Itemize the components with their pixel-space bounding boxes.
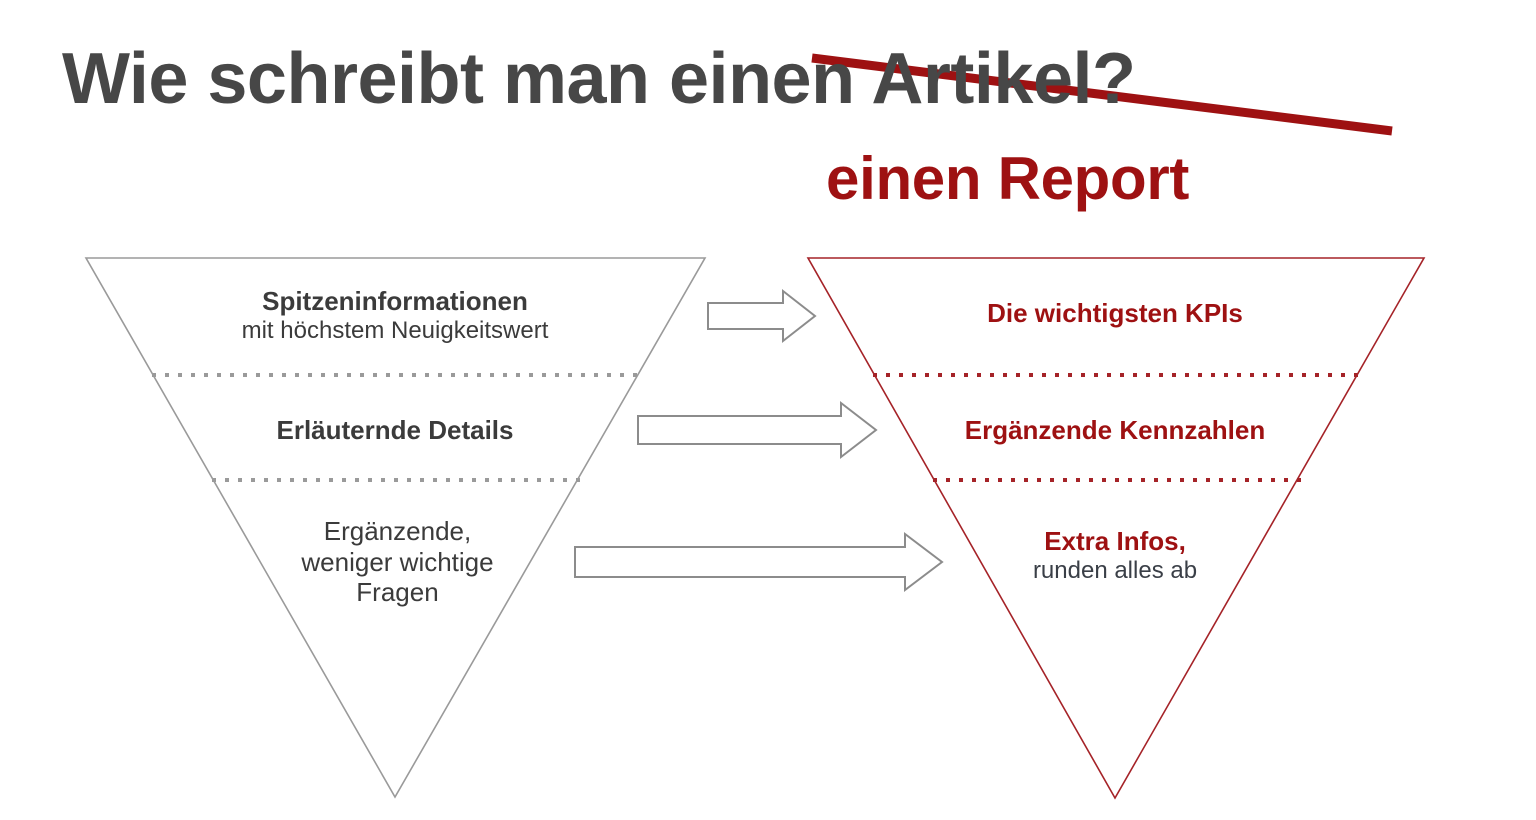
arrow-tier-3-icon <box>574 531 944 593</box>
funnel-right-tier-2-label: Ergänzende Kennzahlen <box>880 415 1350 446</box>
page-title-replacement: einen Report <box>826 145 1190 212</box>
arrow-tier-1-icon <box>707 288 817 344</box>
funnel-right-tier-3-headline: Extra Infos, <box>1044 526 1186 556</box>
funnel-left-tier-2-label: Erläuternde Details <box>180 415 610 446</box>
funnel-left-tier-2-headline: Erläuternde Details <box>276 415 514 445</box>
funnel-right-tier-2-headline: Ergänzende Kennzahlen <box>964 415 1266 445</box>
funnel-left-tier-1-headline: Spitzeninformationen <box>262 286 528 316</box>
page-title: Wie schreibt man einen Artikel? <box>62 39 1136 119</box>
arrow-tier-2-icon <box>637 400 878 460</box>
funnel-left-tier-3-label: Ergänzende, weniger wichtige Fragen <box>225 516 570 608</box>
funnel-left-tier-3-line-1: Ergänzende, <box>323 516 472 546</box>
funnel-left-tier-1-subline: mit höchstem Neuigkeitswert <box>241 316 549 344</box>
funnel-left-tier-3-line-3: Fragen <box>356 577 439 608</box>
funnel-right-tier-1-headline: Die wichtigsten KPIs <box>987 298 1243 328</box>
funnel-left-tier-1-label: Spitzeninformationen mit höchstem Neuigk… <box>130 286 660 345</box>
funnel-right-tier-3-label: Extra Infos, runden alles ab <box>940 526 1290 585</box>
funnel-right-tier-3-subline: runden alles ab <box>1032 556 1198 584</box>
funnel-left-tier-3-line-2: weniger wichtige <box>301 546 494 577</box>
funnel-right-tier-1-label: Die wichtigsten KPIs <box>890 298 1340 329</box>
